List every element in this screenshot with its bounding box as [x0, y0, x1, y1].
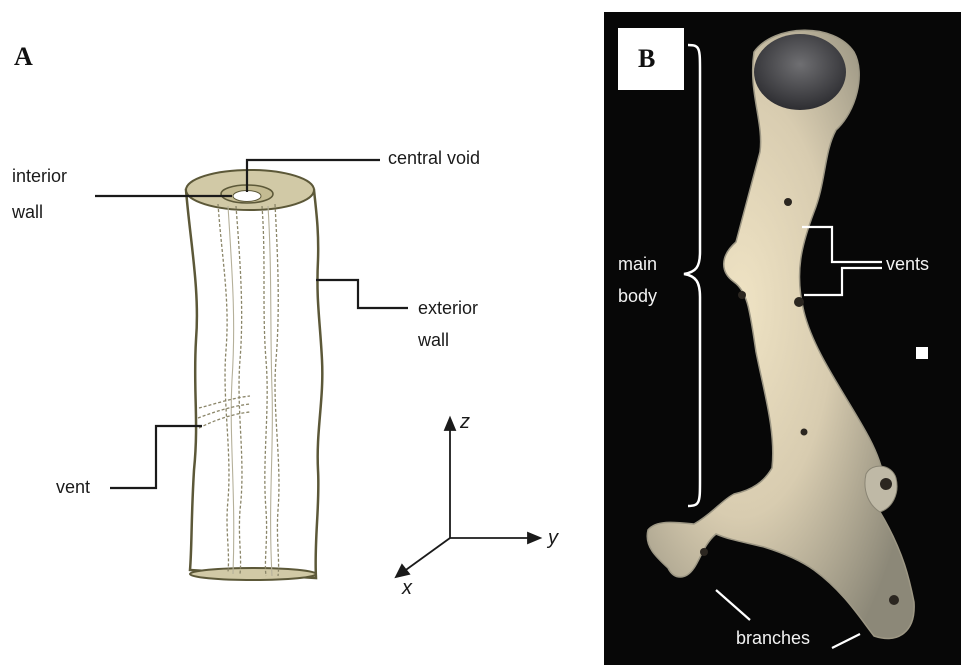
main-body-bracket [684, 45, 700, 506]
vents-leader-lines [802, 227, 882, 295]
y-axis-label: y [548, 528, 558, 548]
z-axis-label: z [460, 412, 470, 432]
panel-a: A [0, 0, 600, 665]
specimen-top-head [754, 34, 846, 110]
specimen-photo [604, 12, 961, 665]
main-body-label-line2: body [618, 286, 657, 306]
light-spot [916, 347, 928, 359]
x-axis-label: x [402, 578, 412, 598]
panel-b: B [604, 12, 961, 665]
vents-label: vents [886, 254, 929, 274]
branches-label: branches [736, 628, 810, 648]
interior-wall-label-line1: interior [12, 166, 67, 186]
vent-label: vent [56, 477, 90, 497]
bottom-rim [190, 568, 316, 580]
central-void-label: central void [388, 148, 480, 168]
specimen-body [647, 30, 914, 638]
coordinate-axes [396, 418, 540, 577]
exterior-wall-outline [186, 190, 322, 578]
exterior-wall-label-line2: wall [418, 330, 449, 350]
interior-wall-label-line2: wall [12, 202, 43, 222]
main-body-label-line1: main [618, 254, 657, 274]
central-void [233, 191, 261, 202]
tube-diagram [0, 0, 600, 665]
exterior-wall-label-line1: exterior [418, 298, 478, 318]
